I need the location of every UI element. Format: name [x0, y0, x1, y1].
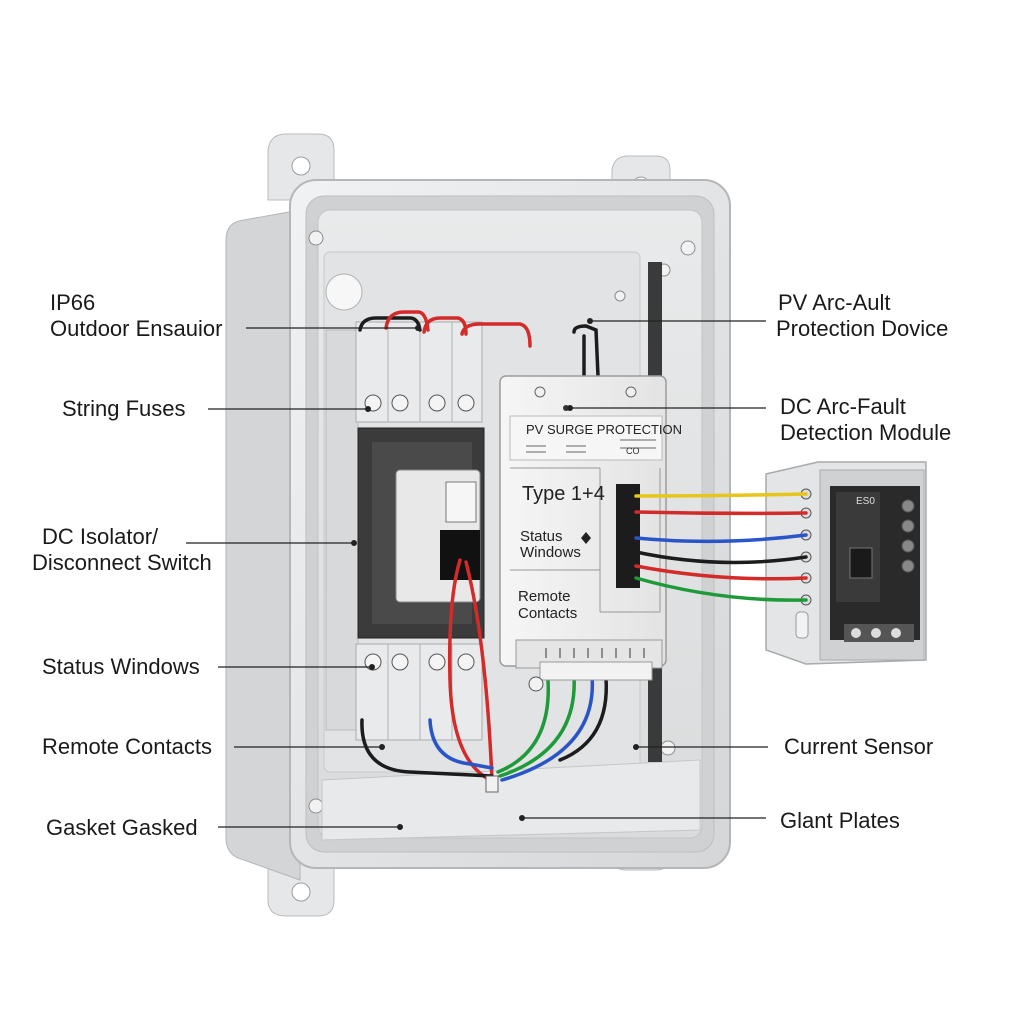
- arc-module-code: ES0: [856, 496, 875, 507]
- enclosure-wiring: [358, 310, 609, 793]
- label-pv-arc-line-1: PV Arc-Ault: [778, 290, 891, 315]
- spd-remote-line-1: Remote: [518, 588, 571, 605]
- spd-title: PV SURGE PROTECTION: [526, 422, 682, 437]
- label-string-fuses: String Fuses: [62, 396, 186, 421]
- spd-remote-line-2: Contacts: [518, 605, 577, 622]
- spd-terminal-markings: [545, 648, 645, 658]
- label-pv-arc: PV Arc-Ault Protection Dovice: [776, 290, 949, 342]
- fuse-and-isolator-column: [325, 321, 485, 741]
- label-dc-isolator: DC Isolator/ Disconnect Switch: [32, 524, 212, 576]
- spd-type: Type 1+4: [522, 483, 605, 505]
- label-status-windows: Status Windows: [42, 654, 200, 679]
- label-remote-contacts: Remote Contacts: [42, 734, 212, 759]
- leader-dots: [351, 318, 639, 830]
- label-enclosure-line-1: IP66: [50, 290, 96, 315]
- label-current-sensor: Current Sensor: [784, 734, 934, 759]
- label-dc-arc: DC Arc-Fault Detection Module: [780, 394, 951, 446]
- label-glant-plates: Glant Plates: [780, 808, 900, 833]
- leader-lines: [186, 320, 768, 828]
- spd-status-line-2: Windows: [520, 544, 581, 561]
- spd-code: CO: [626, 446, 640, 456]
- surge-protection-module: [499, 375, 667, 692]
- label-enclosure: IP66 Outdoor Ensauior: [50, 290, 222, 342]
- label-dc-isolator-line-2: Disconnect Switch: [32, 550, 212, 575]
- label-dc-arc-line-2: Detection Module: [780, 420, 952, 445]
- label-dc-arc-line-1: DC Arc-Fault: [780, 394, 906, 419]
- label-gasket: Gasket Gasked: [46, 815, 198, 840]
- arc-fault-module: [765, 461, 927, 665]
- label-pv-arc-line-2: Protection Dovice: [776, 316, 949, 341]
- spd-status-line-1: Status: [520, 528, 563, 545]
- label-dc-isolator-line-1: DC Isolator/: [42, 524, 159, 549]
- external-wiring: [634, 492, 808, 602]
- status-diamond-icon: [581, 532, 591, 544]
- label-enclosure-line-2: Outdoor Ensauior: [50, 316, 223, 341]
